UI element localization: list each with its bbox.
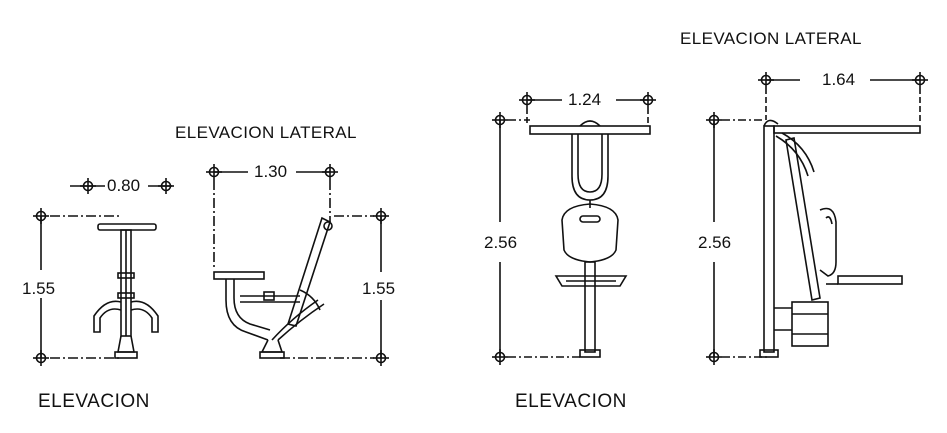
- right-front-height-dimension: 2.56: [482, 233, 520, 252]
- left-side-height-dimension: 1.55: [360, 279, 398, 298]
- right-front-width-dimension: 1.24: [566, 90, 604, 109]
- right-side-width-dimension: 1.64: [820, 70, 858, 89]
- right-front-title: ELEVACION: [515, 391, 627, 412]
- left-side-elevation: [205, 163, 390, 367]
- right-side-title: ELEVACION LATERAL: [680, 29, 862, 48]
- left-front-title: ELEVACION: [38, 391, 150, 412]
- left-side-title: ELEVACION LATERAL: [175, 123, 357, 142]
- right-side-height-dimension: 2.56: [696, 233, 734, 252]
- right-side-elevation: [705, 71, 929, 366]
- right-front-elevation: [491, 91, 657, 366]
- left-front-width-dimension: 0.80: [105, 176, 143, 195]
- left-side-width-dimension: 1.30: [252, 162, 290, 181]
- left-front-height-dimension: 1.55: [20, 279, 58, 298]
- left-front-elevation: [32, 177, 175, 367]
